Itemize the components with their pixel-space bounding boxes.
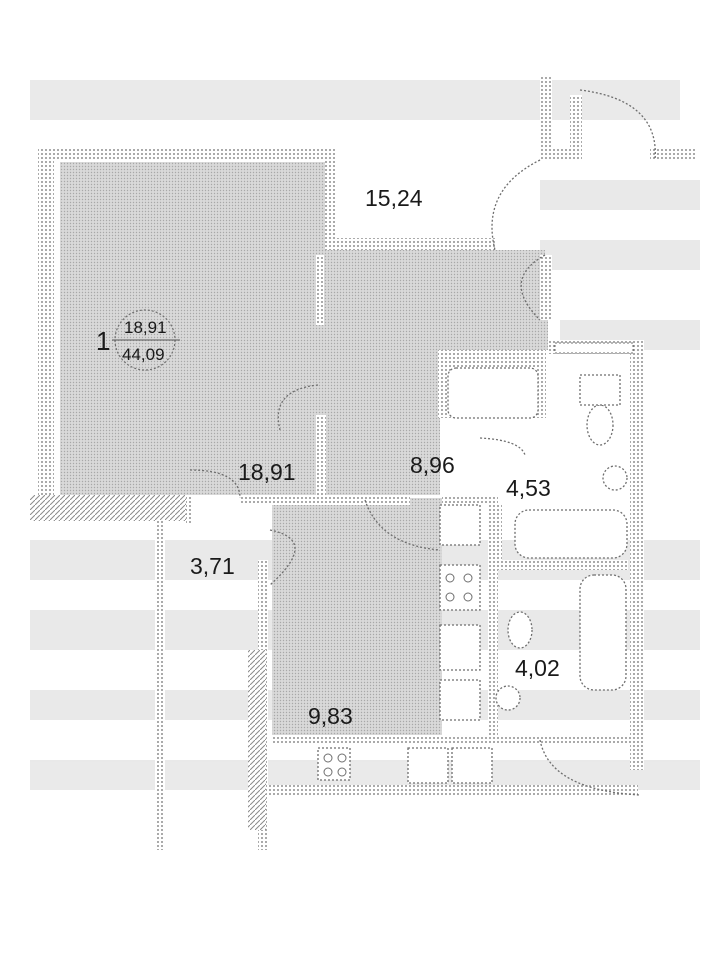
room-area-bathroom-large: 4,53 [506, 475, 551, 501]
burners [323, 573, 473, 777]
room-area-living: 18,91 [238, 459, 296, 485]
room-area-hall: 8,96 [410, 452, 455, 478]
fixtures [317, 367, 628, 784]
door-swing-floor [495, 250, 545, 320]
bathtub-lower [579, 574, 627, 691]
hall-floor [325, 250, 548, 495]
living-area-value: 18,91 [124, 318, 167, 337]
bottom-stove [317, 747, 351, 781]
living-room-floor [60, 162, 325, 495]
room-labels: 15,24 18,91 8,96 4,53 3,71 9,83 4,02 [190, 185, 560, 729]
kitchen-counter-1 [439, 504, 481, 546]
bathtub-large [447, 367, 539, 419]
stove [439, 564, 481, 611]
bathtub-upper-right [514, 509, 628, 559]
balcony-rail [554, 342, 634, 354]
door-swings [189, 89, 656, 796]
kitchen-sink [439, 624, 481, 671]
room-area-corridor: 15,24 [365, 185, 423, 211]
toilet-upper [586, 404, 614, 446]
kitchen-floor [272, 498, 442, 738]
apartment-number: 1 [96, 326, 110, 356]
bottom-cabinet [451, 747, 493, 784]
apartment-marker: 1 18,91 44,09 [96, 309, 180, 371]
toilet-lower [507, 611, 533, 649]
sink-upper [602, 465, 628, 491]
room-area-closet: 3,71 [190, 553, 235, 579]
bottom-sink [407, 747, 449, 784]
room-area-kitchen: 9,83 [308, 703, 353, 729]
shaded-floors [60, 162, 548, 738]
total-area-value: 44,09 [122, 345, 165, 364]
room-area-bathroom-small: 4,02 [515, 655, 560, 681]
sink-lower [495, 685, 521, 711]
kitchen-counter-2 [439, 679, 481, 721]
washbasin-top [579, 374, 621, 406]
